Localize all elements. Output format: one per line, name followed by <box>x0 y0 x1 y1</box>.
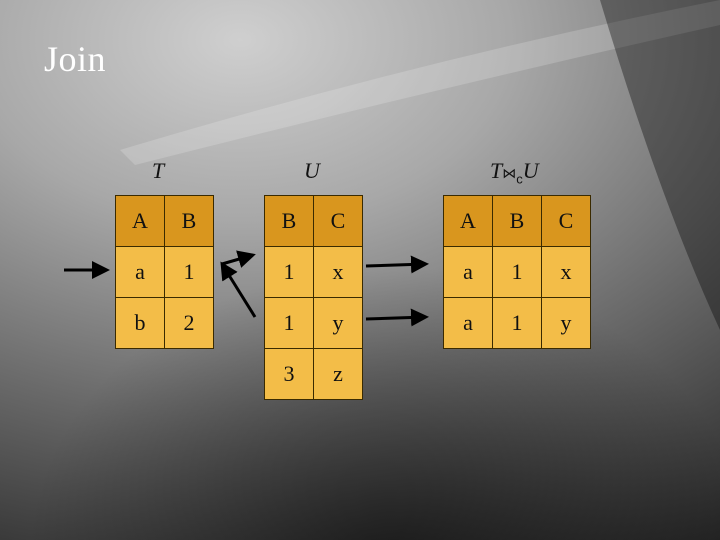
table-u-label: U <box>304 158 320 183</box>
join-operator-icon: ⋈ <box>502 167 517 182</box>
table-header-cell: B <box>164 195 214 247</box>
table-header-cell: C <box>541 195 591 247</box>
table-u: B C 1 x 1 y 3 z <box>264 195 363 400</box>
arrow-icon <box>221 250 256 268</box>
table-result: A B C a 1 x a 1 y <box>443 195 591 349</box>
arrow-icon <box>365 255 429 274</box>
table-row: a 1 y <box>443 297 591 349</box>
table-cell: y <box>313 297 363 349</box>
table-cell: 3 <box>264 348 314 400</box>
arrow-icon <box>220 261 257 318</box>
table-cell: 1 <box>164 246 214 298</box>
table-cell: z <box>313 348 363 400</box>
table-t-label: T <box>152 158 165 183</box>
arrow-icon <box>365 308 429 327</box>
table-cell: 1 <box>492 246 542 298</box>
table-cell: b <box>115 297 165 349</box>
table-row: 3 z <box>264 348 363 400</box>
table-header-cell: C <box>313 195 363 247</box>
table-header-row: A B C <box>443 195 591 247</box>
result-label-left: T <box>490 158 503 183</box>
table-t: A B a 1 b 2 <box>115 195 214 349</box>
table-header-row: B C <box>264 195 363 247</box>
table-header-cell: A <box>115 195 165 247</box>
table-cell: 2 <box>164 297 214 349</box>
table-cell: a <box>443 246 493 298</box>
result-table-label: T⋈cU <box>490 158 539 186</box>
result-label-right: U <box>522 158 539 183</box>
table-cell: x <box>541 246 591 298</box>
table-row: 1 x <box>264 246 363 298</box>
table-header-cell: A <box>443 195 493 247</box>
table-cell: 1 <box>264 297 314 349</box>
table-cell: y <box>541 297 591 349</box>
table-header-row: A B <box>115 195 214 247</box>
table-row: 1 y <box>264 297 363 349</box>
table-cell: a <box>443 297 493 349</box>
table-row: a 1 x <box>443 246 591 298</box>
table-row: b 2 <box>115 297 214 349</box>
table-header-cell: B <box>264 195 314 247</box>
slide-title: Join <box>44 39 107 79</box>
join-condition-subscript: c <box>516 171 523 187</box>
table-cell: x <box>313 246 363 298</box>
